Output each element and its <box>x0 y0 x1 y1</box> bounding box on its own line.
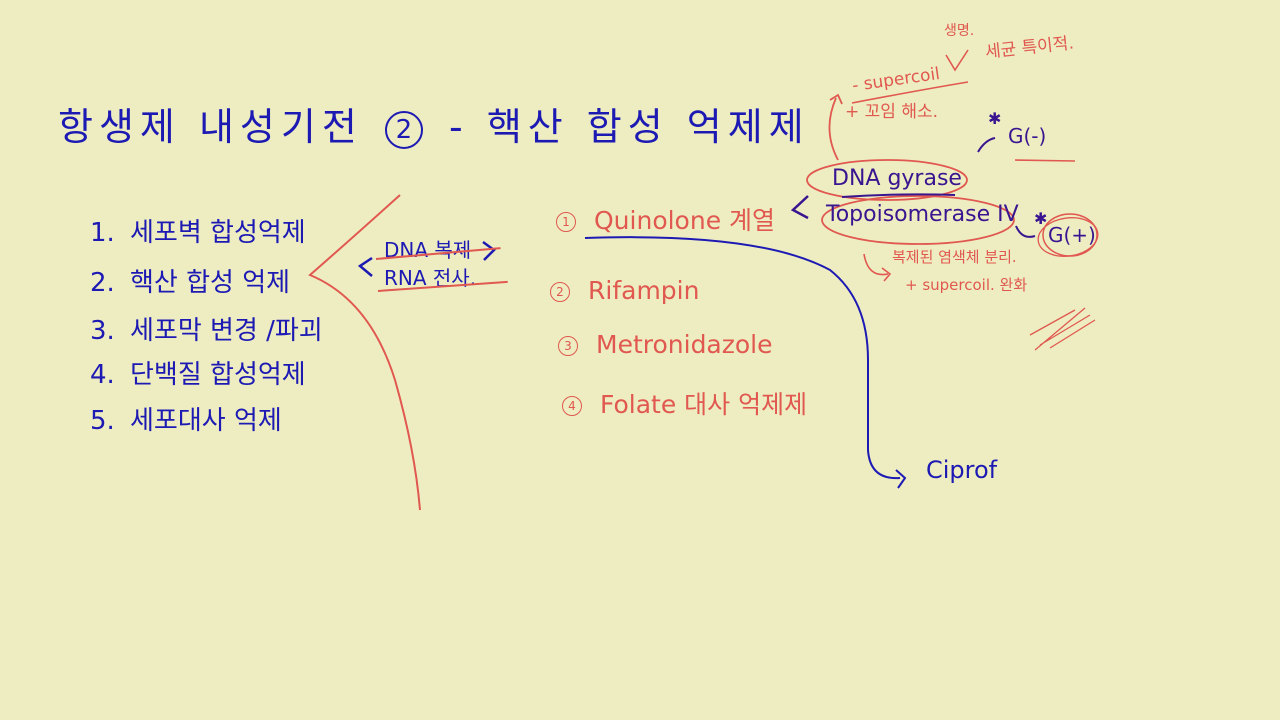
target-dna-gyrase: DNA gyrase <box>832 166 962 191</box>
annotation-supercoil-relax: + supercoil. 완화 <box>905 276 1028 294</box>
target-topoisomerase-iv: Topoisomerase IV <box>826 202 1019 227</box>
red-arrow-up <box>828 97 839 161</box>
mechanism-item-1: 1.세포벽 합성억제 <box>90 218 306 248</box>
title-prefix: 항생제 내성기전 <box>58 105 363 149</box>
purple-bracket <box>790 195 809 220</box>
blue-angle-right <box>482 240 496 261</box>
svg-text:✱: ✱ <box>988 109 1001 128</box>
label-gram-positive: G(+) <box>1048 223 1096 247</box>
page-title: 항생제 내성기전 2 - 핵산 합성 억제제 <box>58 108 810 149</box>
mechanism-item-4: 4.단백질 합성억제 <box>90 360 306 390</box>
blue-arrow-head <box>895 469 907 489</box>
title-number-badge: 2 <box>384 110 423 149</box>
label-gram-negative: G(-) <box>1008 124 1047 148</box>
mechanism-item-2: 2.핵산 합성 억제 <box>90 268 291 298</box>
mechanism-item-5: 5.세포대사 억제 <box>90 406 282 436</box>
blue-angle-left <box>357 256 373 277</box>
rna-transcription-note: RNA 전사. <box>384 266 477 290</box>
annotation-unique: 생명. <box>944 23 975 39</box>
title-suffix: 핵산 합성 억제제 <box>486 105 810 149</box>
mechanism-item-3: 3.세포막 변경 /파괴 <box>90 316 323 346</box>
annotation-neg-supercoil: - supercoil <box>850 63 942 97</box>
svg-text:✱: ✱ <box>1034 209 1047 228</box>
annotation-bacteria-specific: 세균 특이적. <box>984 33 1075 63</box>
title-separator: - <box>449 105 469 149</box>
annotation-chromosome-separation: 복제된 염색체 분리. <box>892 248 1017 266</box>
example-drug-ciprofloxacin: Ciprof <box>926 456 998 484</box>
annotation-plus-coil: + 꼬임 해소. <box>845 102 939 122</box>
